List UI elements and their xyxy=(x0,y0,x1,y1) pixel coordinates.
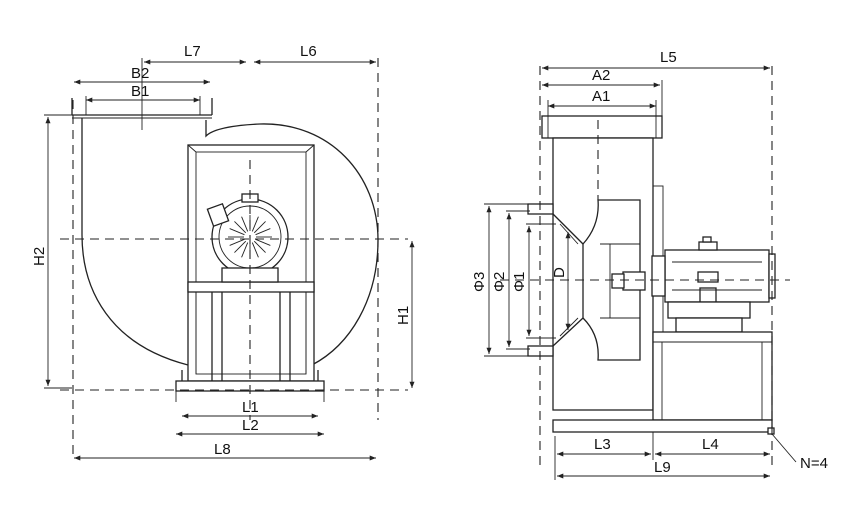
front-view: L7 L6 B2 B1 H2 H1 L1 L2 L8 xyxy=(31,43,415,461)
dim-label-a1: A1 xyxy=(592,88,610,105)
anchor-bolt-icon xyxy=(767,427,775,435)
label-bolt-count: N=4 xyxy=(800,455,828,472)
fan-cover-slot xyxy=(253,240,266,253)
dim-label-l3: L3 xyxy=(594,436,611,453)
dim-label-phi2: Φ2 xyxy=(491,272,508,292)
fan-cover-slot xyxy=(255,228,271,236)
dim-label-l1: L1 xyxy=(242,399,259,416)
side-base-plate xyxy=(552,419,773,433)
dim-label-h1: H1 xyxy=(395,306,412,325)
fan-cover-slot xyxy=(251,242,259,258)
fan-cover-slot xyxy=(229,238,245,246)
dim-label-d: D xyxy=(551,267,568,278)
dim-label-b2: B2 xyxy=(131,65,149,82)
dim-label-l2: L2 xyxy=(242,417,259,434)
fan-cover-slot xyxy=(241,216,249,232)
volute-casing xyxy=(81,118,379,366)
dim-label-l6: L6 xyxy=(300,43,317,60)
fan-cover-slot xyxy=(251,216,259,232)
dim-label-a2: A2 xyxy=(592,67,610,84)
fan-cover-slot xyxy=(234,221,247,234)
motor xyxy=(651,236,776,333)
dim-label-h2: H2 xyxy=(31,247,48,266)
fan-cover-slot xyxy=(255,238,271,246)
dim-label-l8: L8 xyxy=(214,441,231,458)
dim-label-l7: L7 xyxy=(184,43,201,60)
fan-cover-slot xyxy=(253,221,266,234)
fan-cover-slot xyxy=(241,242,249,258)
motor-stand xyxy=(652,331,773,421)
dim-label-phi1: Φ1 xyxy=(511,272,528,292)
dim-label-l9: L9 xyxy=(654,459,671,476)
dim-label-l5: L5 xyxy=(660,49,677,66)
side-view: L5 A2 A1 Φ3 Φ2 Φ1 D L3 L4 L9 N=4 xyxy=(471,49,828,480)
fan-cover-slot xyxy=(234,240,247,253)
outlet-flange-side xyxy=(541,115,663,139)
fan-cover-slot xyxy=(229,228,245,236)
dim-label-l4: L4 xyxy=(702,436,719,453)
dim-label-phi3: Φ3 xyxy=(471,272,488,292)
dim-label-b1: B1 xyxy=(131,83,149,100)
